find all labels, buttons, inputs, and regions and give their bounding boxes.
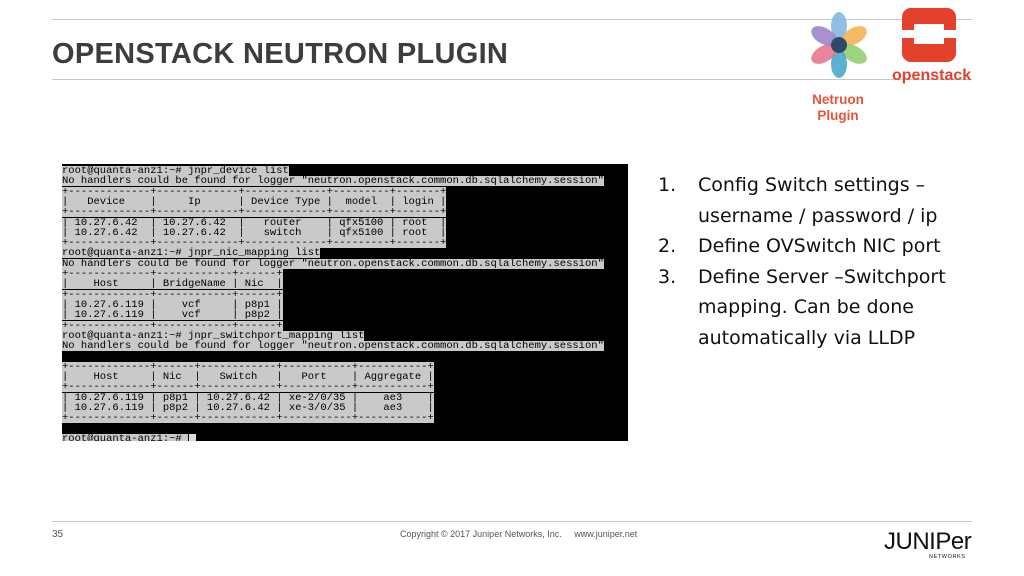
neutron-flower-logo [811,12,867,78]
caption-line-2: Plugin [817,108,859,123]
step-text: Define OVSwitch NIC port [698,235,941,257]
terminal-line: +-------------+------------+------+ [62,319,283,332]
step-number: 3. [658,265,677,288]
terminal-line: root@quanta-anz1:~# jnpr_switchport_mapp… [62,329,365,342]
step-item: 1. Config Switch settings – username / pas… [658,170,998,231]
copyright-text: Copyright © 2017 Juniper Networks, Inc. … [400,529,638,539]
terminal-line: root@quanta-anz1:~# jnpr_nic_mapping lis… [62,247,321,260]
openstack-wordmark: openstack [892,67,971,84]
step-text: username / password / ip [698,204,938,227]
terminal-line: No handlers could be found for logger "n… [62,340,604,353]
terminal-line: +-------------+------------+------+ [62,268,283,280]
terminal-line: | Host | BridgeName | Nic | [62,278,283,291]
footer-rule [52,521,972,522]
terminal-line: No handlers could be found for logger "n… [62,257,604,270]
juniper-wordmark: JUNIPer [884,528,972,555]
juniper-networks-label: NETWORKS [929,554,966,560]
title-top-rule [52,19,972,20]
steps-list: 1. Config Switch settings – username / pas… [658,170,998,353]
step-item: 2. Define OVSwitch NIC port [658,231,998,262]
terminal-line: root@quanta-anz1:~# [62,434,189,441]
terminal-line: +-------------+------------+------+ [62,288,283,301]
terminal-line: +-------------+-------------+-----------… [62,237,447,250]
slide-title: OPENSTACK NEUTRON PLUGIN [52,38,509,70]
terminal-line: +-------------+------+------------+-----… [62,381,434,394]
neutron-plugin-caption: Netruon Plugin [798,92,878,124]
step-text: Define Server –Switchport [698,265,946,288]
terminal-line: No handlers could be found for logger "n… [62,175,604,188]
terminal-line: | Device | Ip | Device Type | model | lo… [62,195,447,208]
terminal-line: | 10.27.6.119 | vcf | p8p1 | [62,298,283,311]
terminal-line: | 10.27.6.119 | vcf | p8p2 | [62,309,283,322]
terminal-line: +-------------+------+------------+-----… [62,412,434,425]
terminal-line: | 10.27.6.119 | p8p2 | 10.27.6.42 | xe-3… [62,401,434,414]
step-text: automatically via LLDP [698,326,916,349]
terminal-line: +-------------+-------------+-----------… [62,185,447,198]
terminal-line: | Host | Nic | Switch | Port | Aggregate… [62,371,434,383]
step-item: 3. Define Server –Switchport mapping. Can … [658,262,998,354]
step-number: 1. [658,174,677,196]
terminal-line: +-------------+------+------------+-----… [62,360,434,373]
step-text: mapping. Can be done [698,296,914,318]
terminal-line: | 10.27.6.42 | 10.27.6.42 | switch | qfx… [62,226,447,239]
step-text: Config Switch settings – [698,174,926,196]
terminal-line: | 10.27.6.119 | p8p1 | 10.27.6.42 | xe-2… [62,391,434,404]
terminal-line: | 10.27.6.42 | 10.27.6.42 | router | qfx… [62,216,447,229]
title-bottom-rule [52,79,972,80]
juniper-logo: JUNIPer NETWORKS [884,528,972,560]
terminal-line: root@quanta-anz1:~# jnpr_device list [62,165,289,177]
terminal-line: +-------------+-------------+-----------… [62,206,447,219]
openstack-logo: openstack [892,8,971,84]
page-number: 35 [52,529,64,540]
terminal-cursor [189,433,196,441]
caption-line-1: Netruon [812,92,864,107]
step-number: 2. [658,235,677,257]
